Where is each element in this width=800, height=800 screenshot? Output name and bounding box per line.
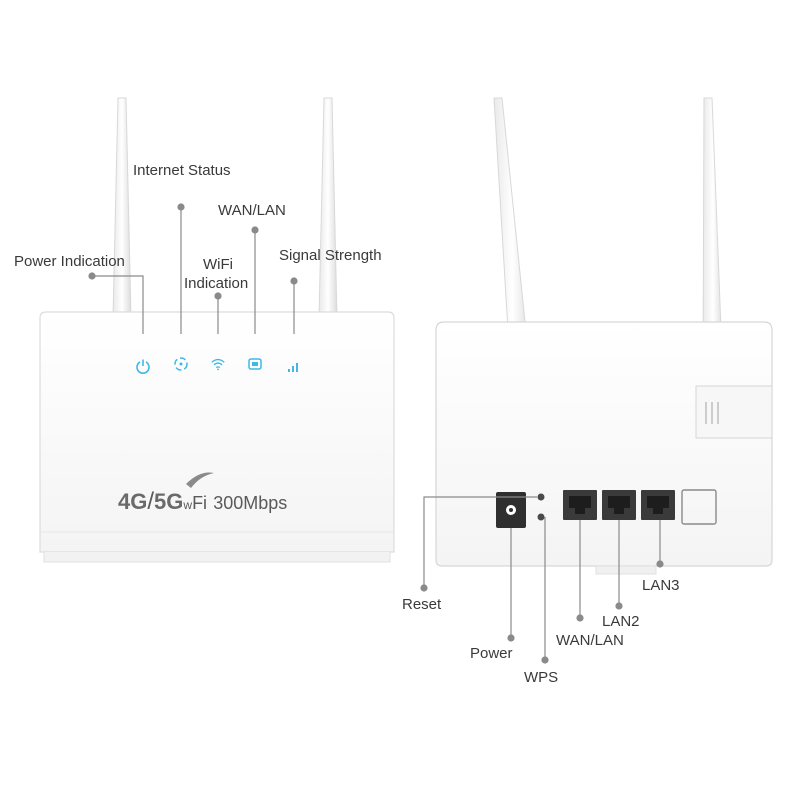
ethernet-port-wan-lan	[563, 490, 597, 520]
label-wps: WPS	[524, 669, 559, 686]
lan-icon	[247, 356, 263, 372]
brand-5g: 5G	[154, 489, 184, 514]
brand-slash: /	[147, 488, 155, 515]
label-lan2: LAN2	[602, 613, 640, 630]
wps-button-hole	[537, 513, 545, 521]
front-antenna-right	[318, 97, 338, 319]
front-leader-lines	[88, 203, 298, 334]
label-power-indication: Power Indication	[14, 253, 125, 270]
label-reset: Reset	[402, 596, 442, 613]
signal-icon	[286, 358, 302, 374]
label-lan3: LAN3	[642, 577, 680, 594]
label-wifi-indication-line1: WiFi	[203, 256, 233, 273]
brand-4g: 4G	[118, 489, 148, 514]
ethernet-port-lan2	[602, 490, 636, 520]
front-antenna-left	[112, 97, 132, 319]
power-icon	[135, 358, 151, 374]
dc-power-jack	[496, 492, 526, 528]
label-signal-strength: Signal Strength	[279, 247, 382, 264]
label-wan-lan-front: WAN/LAN	[218, 202, 286, 219]
ethernet-port-lan3	[641, 490, 675, 520]
label-wifi-indication-line2: Indication	[184, 275, 249, 292]
router-brand-text: 4G/5GwFi 300Mbps	[118, 488, 287, 516]
label-internet-status: Internet Status	[133, 162, 231, 179]
wifi-icon	[210, 356, 226, 372]
brand-wifi-fi: Fi	[192, 493, 208, 513]
brand-wifi-w: w	[183, 498, 193, 512]
label-wan-lan-back: WAN/LAN	[556, 632, 624, 649]
reset-button-hole	[537, 493, 545, 501]
brand-speed: 300Mbps	[213, 493, 288, 513]
back-leader-lines	[420, 496, 664, 664]
back-router-body	[435, 321, 773, 575]
port-blank-cover	[681, 489, 717, 525]
label-power: Power	[470, 645, 513, 662]
front-router-body	[39, 311, 395, 563]
globe-icon	[173, 356, 189, 372]
